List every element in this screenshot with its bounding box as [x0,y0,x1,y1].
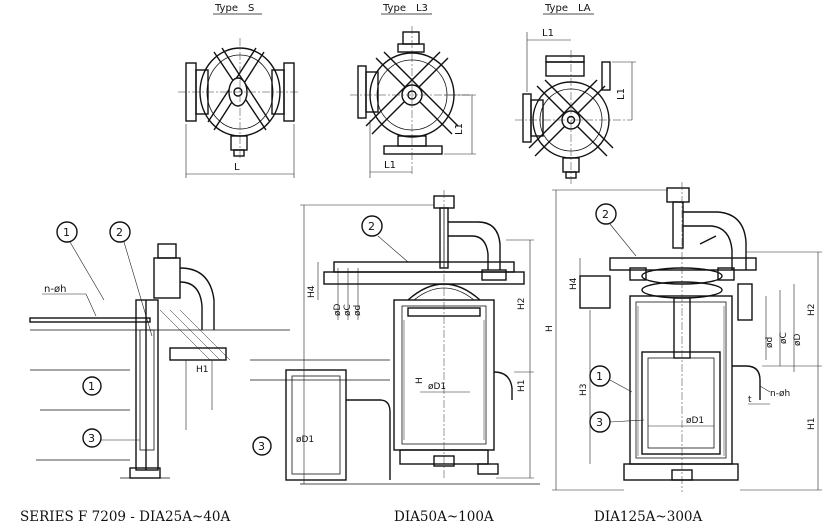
type-l3-label: Type L3 [382,3,428,14]
caption-middle: DIA50A~100A [394,509,494,525]
l3-dim-l1-horizontal: L1 [384,160,396,171]
middle-dim-h4: H4 [307,285,317,298]
right-dim-phi-d1: øD1 [686,416,704,426]
middle-dim-phi-d1: øD1 [428,382,446,392]
middle-dim-phi-d-small: ød [353,305,363,316]
type-s-label: Type S [214,3,254,14]
elevation-dia25-40: 1 2 n-øh 1 3 H1 [29,221,290,479]
callout-2: 2 [116,226,123,239]
l3-dim-l1-vertical: L1 [454,123,465,135]
right-callout-2: 2 [602,208,609,221]
right-dim-t: t [748,395,752,405]
left-callout-1: 1 [88,380,95,393]
type-la-label: Type LA [544,3,591,14]
right-callout-1: 1 [596,370,603,383]
right-dim-phi-c: øC [779,332,789,344]
callout-1: 1 [63,226,70,239]
right-dim-h3: H3 [579,384,589,397]
la-dim-l1-horizontal: L1 [542,28,554,39]
top-view-type-s: Type S L [178,3,300,178]
right-dim-phi-d: øD [793,333,803,346]
right-n-phi-h-label: n-øh [770,389,790,399]
right-dim-phi-d-small: ød [765,337,775,348]
right-callout-3: 3 [596,416,603,429]
right-dim-h1: H1 [807,418,817,431]
left-n-phi-h-label: n-øh [44,284,66,295]
left-dim-h1: H1 [196,365,209,375]
caption-right: DIA125A~300A [594,509,703,525]
middle-dim-phi-d: øD [333,303,343,316]
left-callout-3: 3 [88,432,95,445]
middle-dim-h2: H2 [517,298,527,311]
top-view-type-l3: Type L3 L1 L1 [350,3,476,178]
middle-ghost-callout-3: 3 [258,440,265,453]
middle-dim-h1: H1 [517,380,527,393]
right-dim-h: H [545,325,555,332]
middle-ghost-phi-d1: øD1 [296,435,314,445]
elevation-dia50-100: 2 øD1 3 H4 øD [250,190,540,485]
middle-dim-h: H [415,377,425,384]
right-dim-h4: H4 [569,277,579,290]
right-dim-h2: H2 [807,304,817,317]
top-view-type-la: Type LA L1 L1 [515,3,636,185]
elevation-dia125-300: 2 1 3 øD1 [545,182,822,492]
dim-l-label: L [234,162,240,173]
middle-dim-phi-c: øC [343,304,353,316]
middle-callout-2: 2 [368,220,375,233]
caption-left: SERIES F 7209 - DIA25A~40A [20,509,230,525]
la-dim-l1-vertical: L1 [616,88,627,100]
